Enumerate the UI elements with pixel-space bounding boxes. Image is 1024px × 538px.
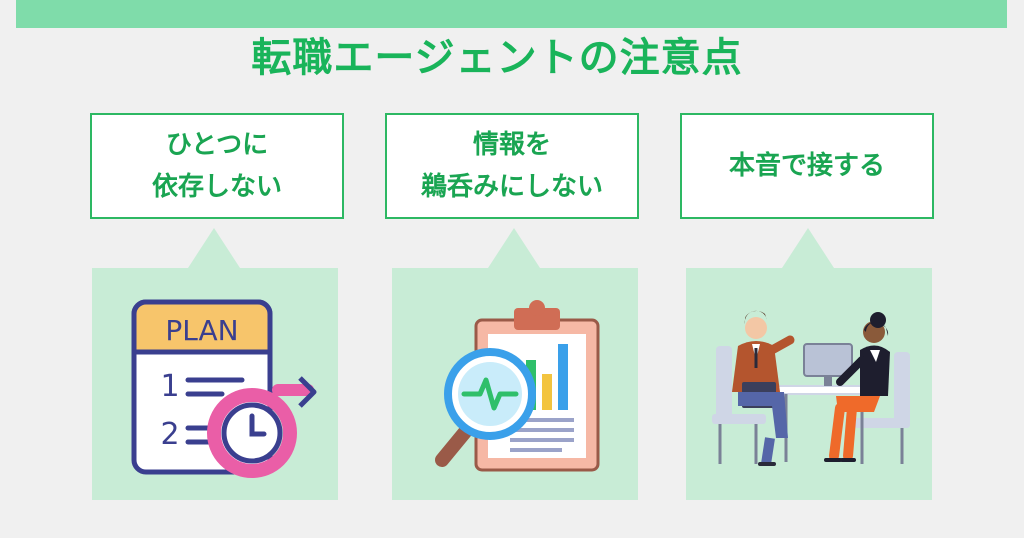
illustration-card-1: PLAN 1 2 xyxy=(92,228,338,500)
card-pointer xyxy=(782,228,834,268)
illustration-card-3 xyxy=(686,228,932,500)
point-label-1: ひとつに 依存しない xyxy=(90,113,344,219)
point-label-2: 情報を 鵜呑みにしない xyxy=(385,113,639,219)
list-number-2: 2 xyxy=(160,417,179,452)
list-number-1: 1 xyxy=(160,369,179,404)
clipboard-magnifier-icon xyxy=(435,300,600,472)
plan-clock-icon: PLAN 1 2 xyxy=(131,299,317,478)
business-meeting-icon xyxy=(712,310,910,466)
plan-text: PLAN xyxy=(165,314,238,347)
card-pointer xyxy=(188,228,240,268)
card-pointer xyxy=(488,228,540,268)
illustration-card-2 xyxy=(392,228,638,500)
top-banner-bar xyxy=(16,0,1007,28)
point-label-3: 本音で接する xyxy=(680,113,934,219)
page-title: 転職エージェントの注意点 xyxy=(251,35,743,81)
